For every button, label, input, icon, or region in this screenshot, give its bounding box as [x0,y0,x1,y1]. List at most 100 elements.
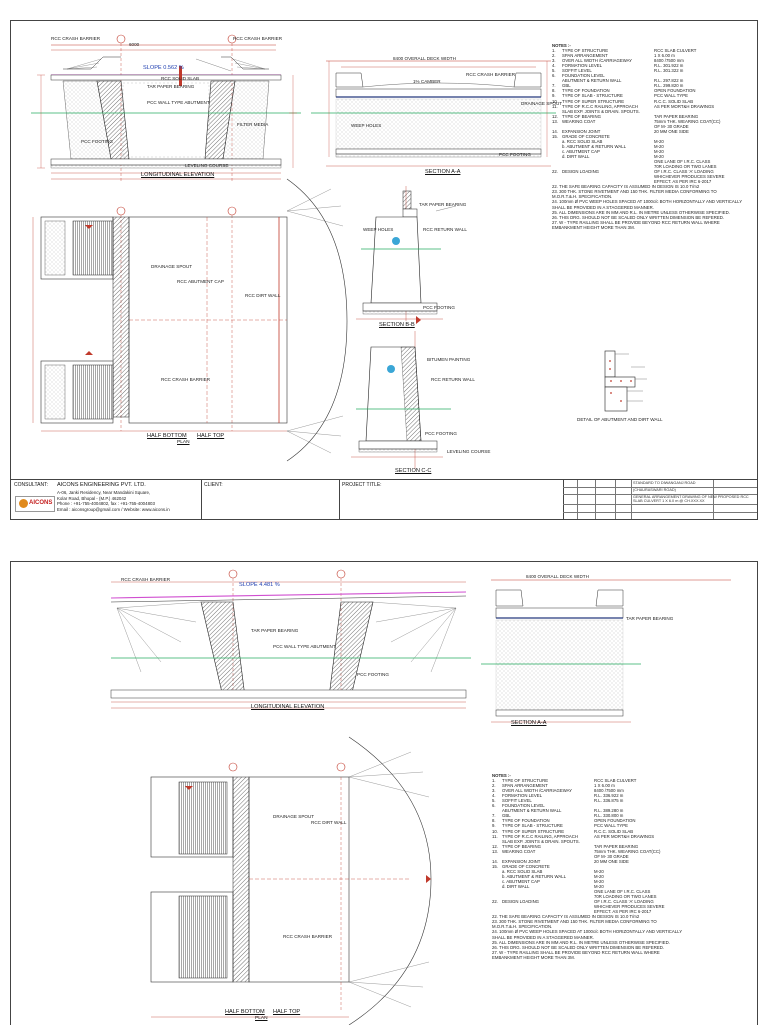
note-paragraph: 26. THIS DRG. SHOULD NOT BE SCALED ONLY … [552,214,725,220]
section-b-b [356,186,457,321]
note-number: 2. [492,783,496,789]
s2-drain-spout: DRAINAGE SPOUT [273,814,315,819]
note-item: TYPE OF R.C.C RAILING, APPROACH [502,833,578,839]
section-a-a-2 [481,579,731,723]
note-row: EFFECT. AS PER IRC 6-2017 [552,179,742,184]
note-value: OF M- 30 GRADE [594,853,629,859]
note-item: EXPANSION JOINT [502,858,541,864]
note-row: SLAB EXP. JOINTS & DRAIN. SPOUTS. [552,109,742,114]
note-number: 6. [492,803,496,809]
note-item: FORMATION LEVEL [502,793,543,799]
note-item: SPAN ARRANGEMENT [562,53,608,59]
longitudinal-elevation [31,34,301,181]
note-paragraph: 27. W - TYPE RAILLING SHALL BE PROVIDE B… [552,219,720,230]
note-value: WHICHEVER PRODUCES SEVERE [594,904,665,910]
note-number: 12. [492,843,498,849]
note-paragraph: 25. ALL DIMENSIONS ARE IN MM AND R.L. IN… [492,939,670,945]
note-number: 12. [552,113,558,119]
note-value: 1 X 6.00 m [654,53,675,59]
note-number: 11. [552,103,558,109]
note-item: c. ABUTMENT CAP [502,878,540,884]
note-row: 6.FOUNDATION LEVEL [552,73,742,78]
note-value: RCC SLAB CULVERT [594,778,637,784]
note-value: OF I.R.C. CLASS 'A' LOADING [654,169,714,175]
note-item: WEARING COAT [502,848,536,854]
callout-crash-barrier-sec: RCC CRASH BARRIER [466,72,516,77]
note-number: 1. [492,778,496,784]
notes-paragraphs-2: 22. THE SAFE BEARING CAPACITY IS ASSUMED… [492,914,682,959]
note-value: PCC WALL TYPE [594,823,628,829]
note-value: R.L. 301.322 m [654,68,684,74]
title-half-bottom: HALF BOTTOM [147,433,187,439]
note-number: 6. [552,73,556,79]
consultant-cell: CONSULTANT: AICONS ENGINEERING PVT. LTD.… [11,480,202,519]
note-item: a. RCC SOLID SLAB [502,868,543,874]
plan-view [32,178,421,462]
note-item: ABUTMENT & RETURN WALL [502,808,562,814]
section-c-c [351,331,451,469]
title-detail: DETAIL OF ABUTMENT AND DIRT WALL [577,417,663,422]
note-value: 20 MM ONE SIDE [654,128,689,134]
note-row: 70R LOADING OR TWO LANES [492,894,682,899]
callout-pcc-footing: PCC FOOTING [81,139,113,144]
note-value: AS PER MORT&H DRAWINGS [654,103,715,109]
note-item: TYPE OF STRUCTURE [562,48,609,54]
s2-half-top: HALF TOP [273,1009,301,1015]
title-block: CONSULTANT: AICONS ENGINEERING PVT. LTD.… [11,479,757,519]
callout-solid-slab: RCC SOLID SLAB [161,76,200,81]
secc-pcc: PCC FOOTING [425,431,457,436]
note-value: R.L. 336.922 m [594,793,624,799]
note-paragraph: 23. 300 THK. STONE RIVETMENT AND 150 THK… [492,919,657,930]
note-item: GRADE OF CONCRETE [502,863,550,869]
note-value: EFFECT. AS PER IRC 6-2017 [594,909,652,915]
note-row: 15.GRADE OF CONCRETE [492,864,682,869]
note-item: WEARING COAT [562,118,596,124]
title-plan: PLAN [177,440,190,445]
note-row: 70R LOADING OR TWO LANES [552,164,742,169]
note-item: ABUTMENT & RETURN WALL [562,78,622,84]
note-value: M-20 [654,154,664,160]
note-value: M-20 [594,868,604,874]
note-item: d. DIRT WALL [562,154,590,160]
note-value: 8400 /7500 mm [654,58,684,64]
slope-label: SLOPE 0.562 % [143,65,184,71]
note-item: EXPANSION JOINT [562,128,601,134]
note-value: 70R LOADING OR TWO LANES [594,894,657,900]
note-number: 15. [552,133,558,139]
note-number: 5. [552,68,556,74]
callout-camber: 1% CAMBER [413,79,441,84]
abutment-detail [604,350,647,412]
company-logo: AICONS [15,496,55,512]
note-number: 7. [552,83,556,89]
plan-abutment-cap: RCC ABUTMENT CAP [177,279,224,284]
note-value: TAR PAPER BEARING [654,113,699,119]
s2-crash-barrier: RCC CRASH BARRIER [283,934,333,939]
note-value: WHICHEVER PRODUCES SEVERE [654,174,725,180]
note-value: OF I.R.C. CLASS 'A' LOADING [594,899,654,905]
plan-view-2 [150,736,432,1025]
note-item: TYPE OF SUPER STRUCTURE [562,98,625,104]
note-paragraph: 25. ALL DIMENSIONS ARE IN MM AND R.L. IN… [552,209,730,215]
sheet2-drawing [110,569,731,1025]
note-value: 70R LOADING OR TWO LANES [654,164,717,170]
